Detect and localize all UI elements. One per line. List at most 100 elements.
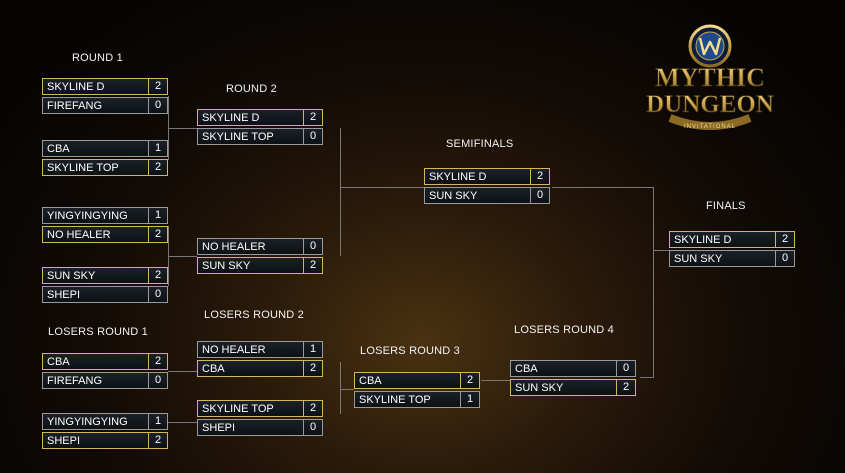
team-name: SUN SKY — [515, 382, 564, 394]
team-score: 0 — [303, 239, 322, 254]
label-losers-round2: LOSERS ROUND 2 — [204, 309, 304, 321]
team-name: FIREFANG — [47, 375, 103, 387]
team-slot: SKYLINE TOP 2 — [42, 159, 168, 176]
match-losers-round1-1[interactable]: CBA 2 FIREFANG 0 — [42, 353, 168, 391]
team-name: SKYLINE TOP — [202, 131, 274, 143]
team-slot: NO HEALER 2 — [42, 226, 168, 243]
connector — [481, 380, 511, 381]
team-score: 2 — [148, 160, 167, 175]
label-semifinals: SEMIFINALS — [446, 138, 514, 150]
team-name: CBA — [47, 356, 70, 368]
team-score: 2 — [303, 401, 322, 416]
connector — [340, 128, 341, 256]
logo-line2: DUNGEON — [646, 91, 774, 118]
label-losers-round3: LOSERS ROUND 3 — [360, 345, 460, 357]
team-name: NO HEALER — [202, 344, 266, 356]
logo-line3: INVITATIONAL — [684, 124, 736, 130]
match-round1-4[interactable]: SUN SKY 2 SHEPI 0 — [42, 267, 168, 305]
team-slot: CBA 2 — [197, 360, 323, 377]
team-name: SKYLINE D — [674, 234, 732, 246]
connector — [653, 187, 654, 377]
team-name: NO HEALER — [202, 241, 266, 253]
team-name: FIREFANG — [47, 100, 103, 112]
team-name: SUN SKY — [674, 253, 723, 265]
label-losers-round4: LOSERS ROUND 4 — [514, 324, 614, 336]
team-name: SKYLINE D — [429, 171, 487, 183]
team-name: SKYLINE TOP — [359, 394, 431, 406]
match-losers-round2-2[interactable]: SKYLINE TOP 2 SHEPI 0 — [197, 400, 323, 438]
connector — [640, 377, 654, 378]
match-round1-1[interactable]: SKYLINE D 2 FIREFANG 0 — [42, 78, 168, 116]
team-score: 0 — [775, 251, 794, 266]
team-score: 0 — [530, 188, 549, 203]
team-score: 1 — [148, 414, 167, 429]
connector — [552, 187, 654, 188]
team-score: 2 — [303, 258, 322, 273]
team-score: 2 — [148, 227, 167, 242]
team-name: SKYLINE TOP — [202, 403, 274, 415]
team-slot: SUN SKY 2 — [510, 379, 636, 396]
team-slot: FIREFANG 0 — [42, 97, 168, 114]
label-finals: FINALS — [706, 200, 746, 212]
connector — [340, 362, 341, 414]
team-name: SHEPI — [202, 422, 236, 434]
team-name: YINGYINGYING — [47, 210, 128, 222]
team-name: CBA — [47, 143, 70, 155]
team-score: 1 — [148, 141, 167, 156]
team-name: CBA — [202, 363, 225, 375]
label-losers-round1: LOSERS ROUND 1 — [48, 326, 148, 338]
connector — [168, 371, 197, 372]
team-score: 2 — [148, 354, 167, 369]
connector — [168, 128, 197, 129]
team-score: 0 — [303, 420, 322, 435]
team-score: 0 — [303, 129, 322, 144]
label-round1: ROUND 1 — [72, 52, 123, 64]
match-round1-2[interactable]: CBA 1 SKYLINE TOP 2 — [42, 140, 168, 178]
team-score: 2 — [148, 79, 167, 94]
team-score: 2 — [460, 373, 479, 388]
team-score: 0 — [148, 98, 167, 113]
team-slot: CBA 2 — [42, 353, 168, 370]
team-slot: SHEPI 0 — [42, 286, 168, 303]
team-score: 2 — [303, 361, 322, 376]
team-score: 2 — [616, 380, 635, 395]
team-slot: SUN SKY 0 — [669, 250, 795, 267]
team-name: CBA — [515, 363, 538, 375]
connector — [168, 422, 197, 423]
team-name: SKYLINE D — [47, 81, 105, 93]
team-name: SHEPI — [47, 435, 81, 447]
team-score: 2 — [148, 433, 167, 448]
team-score: 0 — [148, 373, 167, 388]
team-slot: SUN SKY 2 — [42, 267, 168, 284]
team-slot: NO HEALER 0 — [197, 238, 323, 255]
team-slot: FIREFANG 0 — [42, 372, 168, 389]
team-score: 0 — [148, 287, 167, 302]
team-score: 2 — [148, 268, 167, 283]
team-name: SUN SKY — [47, 270, 96, 282]
team-name: SHEPI — [47, 289, 81, 301]
team-slot: SKYLINE TOP 0 — [197, 128, 323, 145]
team-score: 2 — [303, 110, 322, 125]
mythic-dungeon-logo: MYTHIC DUNGEON INVITATIONAL — [646, 24, 774, 130]
world-of-warcraft-emblem-icon — [688, 24, 732, 68]
label-round2: ROUND 2 — [226, 83, 277, 95]
team-name: SKYLINE TOP — [47, 162, 119, 174]
team-name: NO HEALER — [47, 229, 111, 241]
